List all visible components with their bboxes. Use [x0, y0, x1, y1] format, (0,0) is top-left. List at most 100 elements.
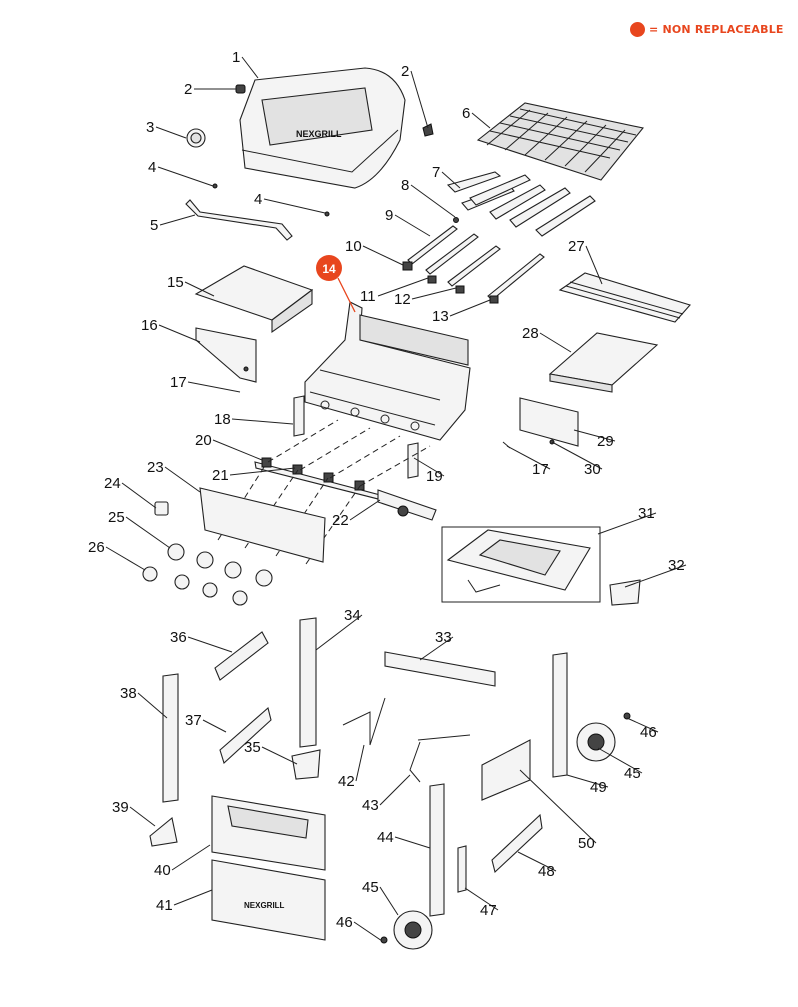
- callout-label: 6: [462, 105, 470, 122]
- callout-label: 41: [156, 897, 173, 914]
- callout-leader-line: [158, 324, 201, 343]
- part-handle: [185, 199, 293, 241]
- non-replaceable-marker-14: [316, 255, 342, 281]
- part-lid: NEXGRILL: [239, 67, 406, 189]
- part-shelf-support-right: [519, 397, 579, 447]
- callout-leader-line: [471, 112, 491, 129]
- part-cart-leg: [162, 617, 568, 917]
- callout-leader-line: [241, 56, 259, 79]
- legend: = NON REPLACEABLE: [630, 22, 784, 37]
- part-manifold: [254, 457, 437, 521]
- callout-leader-line: [377, 277, 429, 297]
- callout-label: 16: [141, 317, 158, 334]
- part-bottom-bracket: [491, 813, 543, 874]
- callout-label: 3: [146, 119, 154, 136]
- callout-leader-line: [597, 747, 643, 774]
- callout-label: 30: [584, 461, 601, 478]
- part-screw: [212, 183, 218, 189]
- callout-leader-line: [263, 198, 326, 214]
- part-side-shelf-left: [194, 265, 314, 334]
- part-frame-bracket: [219, 706, 272, 764]
- legend-text: = NON REPLACEABLE: [649, 23, 784, 36]
- callout-leader-line: [125, 516, 171, 549]
- part-tank-hook: [342, 697, 386, 746]
- callout-line-14: [337, 277, 356, 313]
- callout-label: 38: [120, 685, 137, 702]
- part-frame-bracket: [214, 631, 269, 681]
- part-grease-tray: [441, 526, 601, 603]
- callout-leader-line: [585, 245, 603, 285]
- part-warming-rack: [558, 272, 691, 323]
- callout-label: 17: [532, 461, 549, 478]
- callout-leader-line: [355, 744, 365, 782]
- callout-leader-line: [539, 332, 572, 353]
- part-screw: [453, 217, 459, 223]
- callout-label: 33: [435, 629, 452, 646]
- part-burner: [407, 225, 545, 301]
- part-bottom-bracket: [481, 739, 531, 801]
- callout-leader-line: [597, 512, 657, 535]
- callout-label: 28: [522, 325, 539, 342]
- callout-leader-line: [573, 429, 616, 442]
- part-firebox: [304, 301, 471, 441]
- callout-label-14: 14: [322, 262, 336, 276]
- callout-label: 44: [377, 829, 394, 846]
- callout-leader-line: [157, 166, 214, 187]
- callout-leader-line: [394, 836, 431, 849]
- part-tank-support: [149, 817, 178, 847]
- callout-leader-line: [137, 692, 168, 719]
- callout-label: 21: [212, 467, 229, 484]
- callout-leader-line: [449, 299, 491, 317]
- callout-label: 45: [624, 765, 641, 782]
- callout-leader-line: [519, 769, 597, 844]
- callout-leader-line: [159, 214, 196, 226]
- callout-leader-line: [566, 774, 609, 788]
- callout-leader-line: [187, 381, 241, 393]
- callout-leader-line: [464, 887, 499, 911]
- callout-leader-line: [410, 70, 429, 129]
- callout-label: 40: [154, 862, 171, 879]
- callout-label: 27: [568, 238, 585, 255]
- callout-label: 22: [332, 512, 349, 529]
- callout-leader-line: [394, 214, 431, 237]
- callout-leader-line: [261, 746, 298, 765]
- callout-leader-line: [129, 806, 156, 827]
- callout-label: 39: [112, 799, 129, 816]
- non-replaceable-dot-icon: [630, 22, 645, 37]
- part-shelf-support-left: [195, 327, 257, 383]
- callout-label: 43: [362, 797, 379, 814]
- callout-leader-line: [202, 719, 227, 733]
- callout-label: 26: [88, 539, 105, 556]
- callout-label: 42: [338, 773, 355, 790]
- callout-label: 12: [394, 291, 411, 308]
- part-thermometer: [186, 128, 206, 148]
- callout-label: 46: [640, 724, 657, 741]
- callout-label: 4: [148, 159, 156, 176]
- part-side-shelf-right: [548, 332, 659, 393]
- callout-leader-line: [624, 564, 687, 588]
- callout-label: 31: [638, 505, 655, 522]
- callout-label: 50: [578, 835, 595, 852]
- callout-label: 47: [480, 902, 497, 919]
- callout-leader-line: [362, 245, 404, 266]
- callout-leader-line: [419, 636, 454, 661]
- callout-leader-line: [229, 467, 296, 476]
- part-heat-tent: [446, 171, 596, 237]
- callout-label: 17: [170, 374, 187, 391]
- door-logo-text: NEXGRILL: [244, 901, 285, 910]
- callout-leader-line: [379, 774, 411, 806]
- part-control-panel: [199, 487, 326, 563]
- callout-label: 34: [344, 607, 361, 624]
- callout-label: 37: [185, 712, 202, 729]
- part-control-bracket: [407, 442, 419, 479]
- part-tank-support: [291, 749, 321, 780]
- callout-label: 5: [150, 217, 158, 234]
- part-screw: [324, 211, 330, 217]
- part-door: NEXGRILL: [211, 795, 326, 941]
- part-control-bracket: [293, 395, 305, 437]
- part-bolt: [380, 936, 388, 944]
- callout-label: 7: [432, 164, 440, 181]
- callout-leader-line: [212, 439, 263, 461]
- callout-leader-line: [551, 441, 603, 470]
